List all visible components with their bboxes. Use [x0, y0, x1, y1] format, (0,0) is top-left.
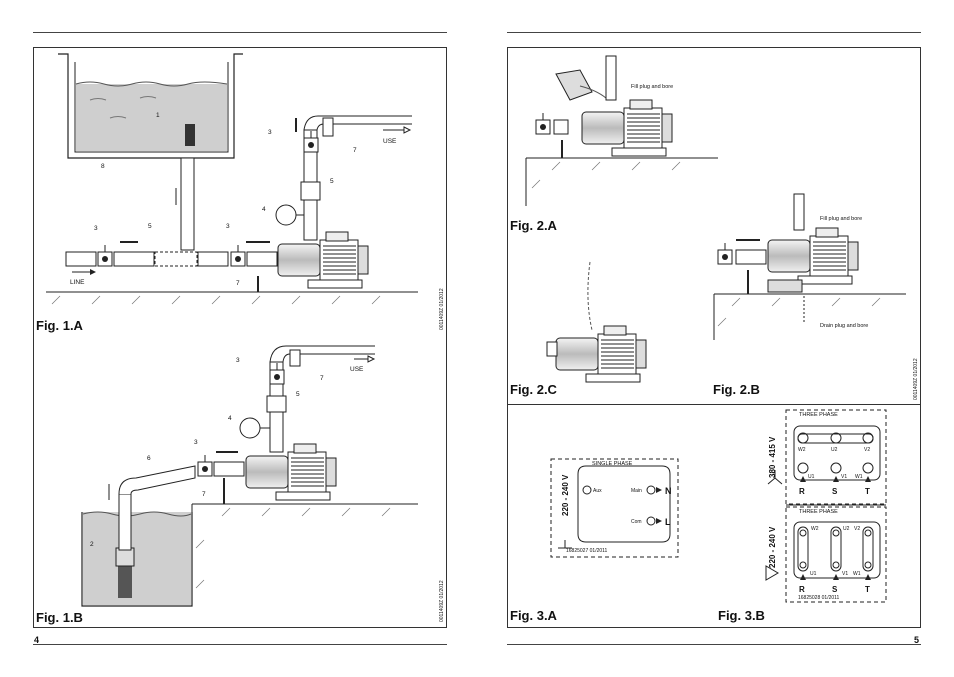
fig3b-bottom-s: S [832, 585, 838, 594]
fig2b-drain-note: Drain plug and bore [820, 323, 868, 329]
fig1b-callout-3b: 3 [194, 439, 198, 446]
fig1a-callout-5a: 5 [148, 223, 152, 230]
fig1b-callout-2: 2 [90, 541, 94, 548]
fig3a-voltage: 220 - 240 V [561, 474, 570, 516]
fig-2c-drawing [546, 261, 647, 383]
fig-2a-drawing [525, 55, 718, 206]
fig-2a-label: Fig. 2.A [510, 218, 557, 233]
fig1a-line: LINE [70, 279, 85, 286]
fig3b-bottom-t: T [865, 585, 870, 594]
bottom-rule-right [507, 644, 921, 645]
fig1a-callout-7a: 7 [236, 280, 240, 287]
fig3b-bottom-voltage: 220 - 240 V [768, 526, 777, 568]
fig1b-callout-6: 6 [147, 455, 151, 462]
fig3b-bottom-title: THREE PHASE [799, 509, 838, 515]
fig-3a-drawing [550, 458, 679, 558]
fig3b-top-u2: U2 [831, 447, 838, 453]
fig-1b-label: Fig. 1.B [36, 610, 83, 625]
fig1a-callout-7b: 7 [353, 147, 357, 154]
fig3b-top-t: T [865, 487, 870, 496]
page-number-right: 5 [914, 635, 920, 645]
fig-1a-drawing [46, 53, 418, 305]
left-figure-frame [33, 47, 447, 628]
fig-1b-drawing [81, 345, 418, 607]
top-rule-left [33, 32, 447, 33]
fig-2b-drawing [713, 193, 906, 340]
fig3b-bottom-u1: U1 [810, 571, 817, 577]
right-figure-frame [507, 47, 921, 628]
fig1a-use: USE [383, 138, 397, 145]
fig3a-code: 16825027 01/2011 [566, 548, 608, 554]
bottom-rule-left [33, 644, 447, 645]
top-rule-right [507, 32, 921, 33]
fig-3b-drawing [765, 409, 887, 603]
fig-3a-label: Fig. 3.A [510, 608, 557, 623]
fig3b-bottom-w1: W1 [853, 571, 861, 577]
fig2b-code: 0011409Z 01/2012 [913, 358, 919, 400]
fig1a-callout-1: 1 [156, 112, 160, 119]
fig-2b-label: Fig. 2.B [713, 382, 760, 397]
fig-2c-label: Fig. 2.C [510, 382, 557, 397]
fig1a-callout-5b: 5 [330, 178, 334, 185]
fig3b-bottom-r: R [799, 585, 805, 594]
fig1a-callout-3c: 3 [268, 129, 272, 136]
fig3b-top-voltage: 380 - 415 V [768, 436, 777, 478]
fig3b-bottom-w2: W2 [811, 526, 819, 532]
fig1b-callout-5: 5 [296, 391, 300, 398]
fig1a-callout-4: 4 [262, 206, 266, 213]
fig3a-main: Main [631, 488, 642, 494]
fig1b-callout-7a: 7 [320, 375, 324, 382]
fig1a-callout-3a: 3 [94, 225, 98, 232]
fig3b-top-u1: U1 [808, 474, 815, 480]
fig1a-code: 0011409Z 01/2012 [439, 288, 445, 330]
fig1b-callout-4: 4 [228, 415, 232, 422]
fig3b-top-v2: V2 [864, 447, 870, 453]
fig3a-com: Com [631, 519, 642, 525]
fig3b-top-w1: W1 [855, 474, 863, 480]
fig1a-callout-8: 8 [101, 163, 105, 170]
page-number-left: 4 [34, 635, 40, 645]
fig3b-top-v1: V1 [841, 474, 847, 480]
fig1a-callout-3b: 3 [226, 223, 230, 230]
fig3b-bottom-code: 16825028 01/2011 [798, 595, 840, 601]
right-frame-divider [507, 404, 921, 405]
fig1b-code: 0011409Z 01/2012 [439, 580, 445, 622]
fig3a-l: L [665, 517, 671, 527]
fig3b-top-s: S [832, 487, 838, 496]
fig3b-top-r: R [799, 487, 805, 496]
fig3b-top-title: THREE PHASE [799, 412, 838, 418]
fig-3b-label: Fig. 3.B [718, 608, 765, 623]
fig3b-top-w2: W2 [798, 447, 806, 453]
fig3a-aux: Aux [593, 488, 602, 494]
fig2a-fill-note: Fill plug and bore [631, 84, 673, 90]
fig1b-callout-3a: 3 [236, 357, 240, 364]
fig2b-fill-note: Fill plug and bore [820, 216, 862, 222]
fig3b-bottom-v1: V1 [842, 571, 848, 577]
fig3b-bottom-v2: V2 [854, 526, 860, 532]
fig3a-n: N [665, 486, 672, 496]
fig1b-callout-7b: 7 [202, 491, 206, 498]
fig3a-title: SINGLE PHASE [592, 461, 633, 467]
fig1b-use: USE [350, 366, 364, 373]
fig3b-bottom-u2: U2 [843, 526, 850, 532]
fig-1a-label: Fig. 1.A [36, 318, 83, 333]
